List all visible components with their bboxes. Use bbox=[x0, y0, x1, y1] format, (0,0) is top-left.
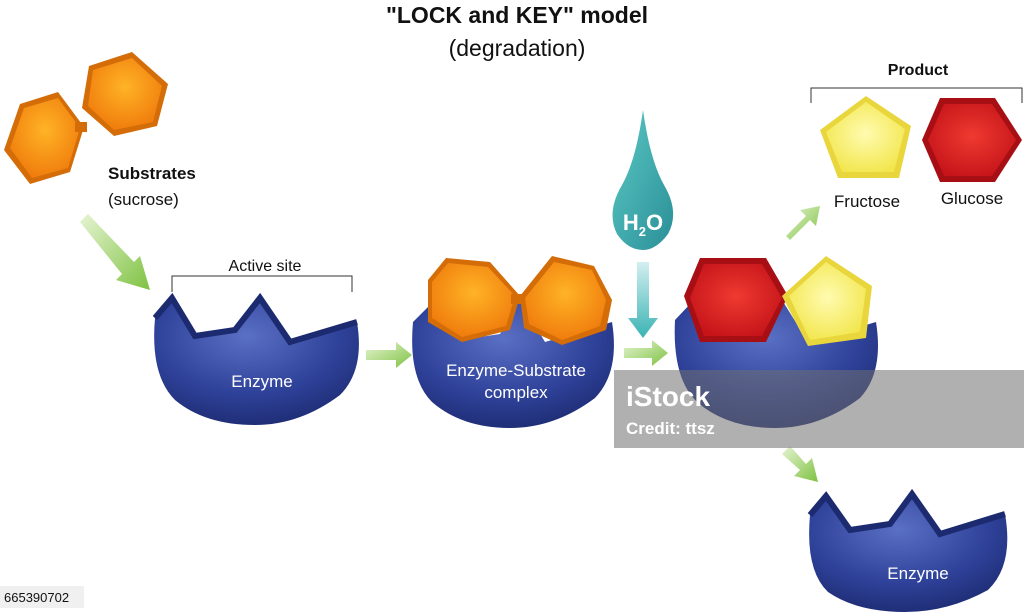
diagram-subtitle: (degradation) bbox=[449, 35, 586, 61]
stock-id: 665390702 bbox=[4, 590, 69, 605]
substrates-label: Substrates bbox=[108, 164, 196, 183]
enzyme-1-label: Enzyme bbox=[231, 372, 292, 391]
fructose-label: Fructose bbox=[834, 192, 900, 211]
glucose-molecule bbox=[922, 98, 1022, 182]
active-site-label: Active site bbox=[229, 258, 302, 275]
watermark: iStock Credit: ttsz bbox=[614, 370, 1024, 448]
arrow-substrate-to-enzyme bbox=[80, 214, 150, 290]
glucose-label: Glucose bbox=[941, 189, 1003, 208]
enzyme-1 bbox=[152, 292, 359, 425]
water-o: O bbox=[646, 210, 663, 235]
enzyme-substrate-complex bbox=[412, 256, 614, 428]
active-site-bracket bbox=[171, 275, 353, 292]
substrates-sublabel: (sucrose) bbox=[108, 190, 179, 209]
arrow-enzyme-to-complex bbox=[366, 342, 412, 368]
product-label: Product bbox=[888, 62, 949, 79]
diagram-title: "LOCK and KEY" model bbox=[386, 2, 648, 28]
water-subscript-2: 2 bbox=[639, 224, 646, 239]
water-formula: H2O bbox=[623, 210, 663, 239]
fructose-molecule bbox=[820, 96, 911, 178]
water-drop-icon bbox=[612, 110, 674, 250]
water-h: H bbox=[623, 210, 639, 235]
arrow-complex-to-hydrolysis bbox=[624, 340, 668, 366]
product-bracket bbox=[810, 87, 1023, 103]
complex-label-line2: complex bbox=[484, 383, 548, 402]
arrow-water-down bbox=[628, 262, 658, 338]
stock-id-tag: 665390702 bbox=[0, 586, 84, 608]
arrow-to-released-enzyme bbox=[782, 446, 818, 482]
enzyme-2-label: Enzyme bbox=[887, 564, 948, 583]
complex-label-line1: Enzyme-Substrate bbox=[446, 361, 586, 380]
sucrose-molecule bbox=[4, 52, 168, 184]
enzyme-2 bbox=[807, 488, 1008, 612]
watermark-brand: iStock bbox=[626, 381, 710, 412]
watermark-credit: Credit: ttsz bbox=[626, 419, 715, 438]
arrow-to-products bbox=[786, 206, 820, 240]
